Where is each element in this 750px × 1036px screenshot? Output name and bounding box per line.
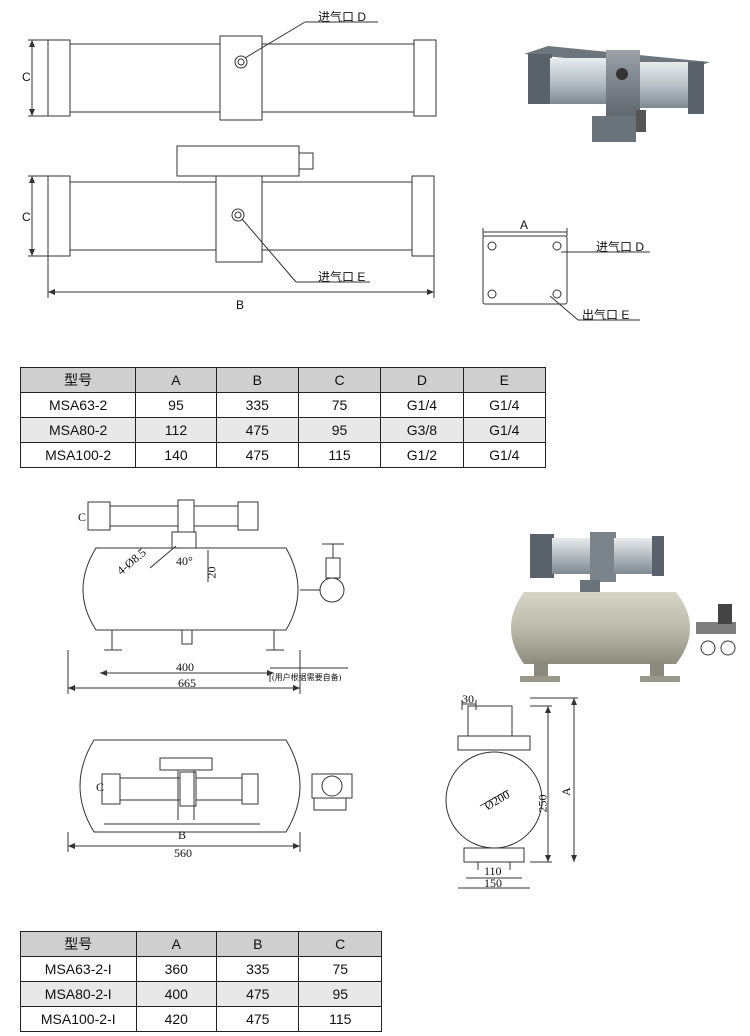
cell-d: G1/4 xyxy=(380,392,464,418)
cell-c: 95 xyxy=(298,981,382,1007)
cell-model: MSA100-2-I xyxy=(20,1006,137,1032)
tank-angle: 40° xyxy=(176,554,193,568)
cell-model: MSA63-2 xyxy=(19,392,137,418)
tank-top-dim-c: C xyxy=(96,780,105,794)
cell-e: G1/4 xyxy=(462,392,547,418)
col-a: A xyxy=(135,367,217,393)
end-dim-250: 250 xyxy=(535,794,550,813)
col-d: D xyxy=(380,367,464,393)
cell-a: 420 xyxy=(135,1006,217,1032)
tank-dim-20: 20 xyxy=(204,566,219,579)
end-dim-110: 110 xyxy=(484,864,502,878)
cell-a: 360 xyxy=(135,956,217,982)
table-row: MSA63-2 95 335 75 G1/4 G1/4 xyxy=(19,392,547,418)
cell-a: 112 xyxy=(135,417,217,443)
col-e: E xyxy=(462,367,547,393)
side-dim-a: A xyxy=(520,218,529,232)
cell-d: G3/8 xyxy=(380,417,464,443)
table-header-row: 型号 A B C xyxy=(20,931,382,957)
tank-dim-665: 665 xyxy=(178,676,196,690)
cell-a: 140 xyxy=(135,442,217,468)
cell-e: G1/4 xyxy=(462,442,547,468)
cell-model: MSA80-2 xyxy=(19,417,137,443)
cell-b: 335 xyxy=(215,392,299,418)
cell-b: 475 xyxy=(215,417,299,443)
cell-model: MSA80-2-I xyxy=(20,981,137,1007)
booster-top-view-svg xyxy=(28,21,650,321)
table-row: MSA100-2 140 475 115 G1/2 G1/4 xyxy=(19,442,547,468)
cell-c: 95 xyxy=(297,417,382,443)
booster-product-photo xyxy=(524,46,710,142)
col-a: A xyxy=(135,931,217,957)
cell-b: 475 xyxy=(215,1006,300,1032)
cell-model: MSA100-2 xyxy=(19,442,137,468)
tank-top-dim-b: B xyxy=(178,828,187,842)
tank-note: (用户根据需要自备) xyxy=(272,673,342,682)
cell-a: 400 xyxy=(135,981,217,1007)
cell-c: 115 xyxy=(298,1006,382,1032)
cell-a: 95 xyxy=(135,392,217,418)
col-b: B xyxy=(215,367,299,393)
end-dim-30: 30 xyxy=(462,692,474,706)
dim-c-top: C xyxy=(22,70,31,84)
cell-e: G1/4 xyxy=(462,417,547,443)
tank-product-photo xyxy=(511,532,736,682)
cell-b: 335 xyxy=(215,956,300,982)
spec-table-1: 型号 A B C D E MSA63-2 95 335 75 G1/4 G1/4… xyxy=(19,367,547,468)
col-c: C xyxy=(297,367,382,393)
cell-d: G1/2 xyxy=(380,442,464,468)
dim-b: B xyxy=(236,298,245,312)
cell-c: 75 xyxy=(297,392,382,418)
tank-dim-400: 400 xyxy=(176,660,194,674)
port-d-label: 进气口 D xyxy=(318,10,367,24)
port-e-label: 进气口 E xyxy=(318,270,366,284)
side-port-out-e: 出气口 E xyxy=(582,308,630,322)
table-row: MSA63-2-I 360 335 75 xyxy=(20,956,382,982)
side-port-in-d: 进气口 D xyxy=(596,240,645,254)
table-row: MSA80-2-I 400 475 95 xyxy=(20,981,382,1007)
end-dim-150: 150 xyxy=(484,876,502,890)
tank-dim-c: C xyxy=(78,510,87,524)
end-dim-a: A xyxy=(558,787,573,796)
table-row: MSA100-2-I 420 475 115 xyxy=(20,1006,382,1032)
dim-c-bottom: C xyxy=(22,210,31,224)
tank-dim-560: 560 xyxy=(174,846,192,860)
col-model: 型号 xyxy=(20,931,137,957)
cell-b: 475 xyxy=(215,442,299,468)
col-c: C xyxy=(298,931,382,957)
table-header-row: 型号 A B C D E xyxy=(19,367,547,393)
table-row: MSA80-2 112 475 95 G3/8 G1/4 xyxy=(19,417,547,443)
col-model: 型号 xyxy=(19,367,137,393)
cell-c: 75 xyxy=(298,956,382,982)
tank-drawing-svg xyxy=(67,499,578,889)
col-b: B xyxy=(215,931,300,957)
cell-c: 115 xyxy=(297,442,382,468)
cell-model: MSA63-2-I xyxy=(20,956,137,982)
cell-b: 475 xyxy=(215,981,300,1007)
spec-table-2: 型号 A B C MSA63-2-I 360 335 75 MSA80-2-I … xyxy=(20,931,382,1032)
